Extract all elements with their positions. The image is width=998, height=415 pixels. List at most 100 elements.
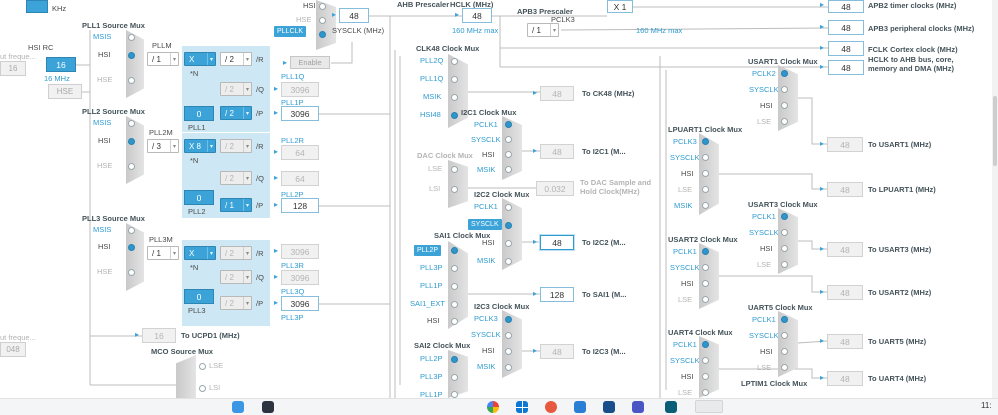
pll3-n-select[interactable]: X: [184, 246, 216, 260]
mux-input-radio[interactable]: [128, 244, 135, 251]
pll3-m-select[interactable]: / 1: [147, 246, 179, 260]
i2c2-selected-input[interactable]: SYSCLK: [468, 219, 502, 230]
mux-input-radio[interactable]: [702, 186, 709, 193]
mux-input-radio[interactable]: [505, 204, 512, 211]
pll3-q-select[interactable]: / 2: [220, 270, 252, 284]
pll1-r-select[interactable]: / 2: [220, 52, 252, 66]
pll1-q-select[interactable]: / 2: [220, 82, 252, 96]
chrome-icon[interactable]: [487, 401, 499, 413]
pll3-p-select[interactable]: / 2: [220, 296, 252, 310]
apb2-timer-clock-box[interactable]: 48: [828, 0, 864, 13]
windows-start-icon[interactable]: [516, 401, 528, 413]
pll2-p-select[interactable]: / 1: [220, 198, 252, 212]
mux-input-radio[interactable]: [451, 186, 458, 193]
mux-input-radio[interactable]: [505, 332, 512, 339]
explorer-icon[interactable]: [262, 401, 274, 413]
outlook-icon[interactable]: [603, 401, 615, 413]
mux-input-radio[interactable]: [781, 348, 788, 355]
hsi-rc-value-box[interactable]: 16: [46, 57, 76, 72]
mux-input-radio[interactable]: [319, 3, 326, 10]
pll2-n-select[interactable]: X 8: [184, 139, 216, 153]
mux-input-radio[interactable]: [451, 318, 458, 325]
mux-input-radio[interactable]: [781, 245, 788, 252]
hclk-ahb-box[interactable]: 48: [828, 60, 864, 75]
mux-input-radio[interactable]: [702, 170, 709, 177]
mux-input-radio[interactable]: [702, 389, 709, 396]
mux-input-radio[interactable]: [451, 265, 458, 272]
mux-input-radio[interactable]: [451, 356, 458, 363]
mux-input-radio[interactable]: [702, 248, 709, 255]
mux-input-radio[interactable]: [199, 363, 206, 370]
pll1p-value-box[interactable]: 3096: [281, 106, 319, 121]
mux-input-radio[interactable]: [128, 120, 135, 127]
widgets-icon[interactable]: [232, 401, 244, 413]
stm32cubemx-icon[interactable]: [665, 401, 677, 413]
mux-input-radio[interactable]: [505, 151, 512, 158]
pll3-fracn-box[interactable]: 0: [184, 289, 214, 304]
mux-input-radio[interactable]: [781, 229, 788, 236]
mux-input-radio[interactable]: [702, 202, 709, 209]
edge-icon[interactable]: [574, 401, 586, 413]
sai1-selected-input[interactable]: PLL2P: [414, 245, 442, 256]
mux-input-radio[interactable]: [451, 94, 458, 101]
mux-input-radio[interactable]: [781, 316, 788, 323]
mux-input-radio[interactable]: [451, 374, 458, 381]
mux-input-radio[interactable]: [702, 154, 709, 161]
mux-input-radio[interactable]: [505, 348, 512, 355]
mux-input-radio[interactable]: [505, 121, 512, 128]
mux-input-radio[interactable]: [505, 166, 512, 173]
sysmux-selected-input[interactable]: PLLCLK: [274, 26, 307, 37]
mux-input-radio[interactable]: [781, 102, 788, 109]
mux-input-radio[interactable]: [505, 222, 512, 229]
firefox-icon[interactable]: [545, 401, 557, 413]
mux-input-radio[interactable]: [702, 357, 709, 364]
mux-input-radio[interactable]: [702, 296, 709, 303]
mux-input-radio[interactable]: [702, 373, 709, 380]
pll1-p-select[interactable]: / 2: [220, 106, 252, 120]
pll2p-value-box[interactable]: 128: [281, 198, 319, 213]
mux-input-radio[interactable]: [505, 240, 512, 247]
mux-input-radio[interactable]: [199, 385, 206, 392]
mux-input-radio[interactable]: [128, 34, 135, 41]
mux-input-radio[interactable]: [781, 86, 788, 93]
pll2-q-select[interactable]: / 2: [220, 171, 252, 185]
mux-input-radio[interactable]: [505, 364, 512, 371]
mux-input-radio[interactable]: [781, 118, 788, 125]
tray-app-window[interactable]: [695, 400, 723, 413]
pll2-fracn-box[interactable]: 0: [184, 190, 214, 205]
pll3p-value-box[interactable]: 3096: [281, 296, 319, 311]
apb3-prescaler-select[interactable]: / 1: [527, 23, 559, 37]
mux-input-radio[interactable]: [702, 280, 709, 287]
pll1-enable-box[interactable]: Enable: [290, 56, 330, 69]
pll2-m-select[interactable]: / 3: [147, 139, 179, 153]
sysclk-value-box[interactable]: 48: [339, 8, 369, 23]
scrollbar-thumb[interactable]: [993, 96, 997, 166]
mux-input-radio[interactable]: [451, 76, 458, 83]
mux-input-radio[interactable]: [451, 166, 458, 173]
apb3-peripheral-clock-box[interactable]: 48: [828, 20, 864, 35]
mux-input-radio[interactable]: [505, 136, 512, 143]
pll1-m-select[interactable]: / 1: [147, 52, 179, 66]
mux-input-radio[interactable]: [128, 138, 135, 145]
mux-input-radio[interactable]: [702, 138, 709, 145]
pll3-r-select[interactable]: / 2: [220, 246, 252, 260]
mux-input-radio[interactable]: [781, 70, 788, 77]
mux-input-radio[interactable]: [128, 77, 135, 84]
vertical-scrollbar[interactable]: [992, 0, 998, 398]
mux-input-radio[interactable]: [702, 341, 709, 348]
mux-input-radio[interactable]: [781, 261, 788, 268]
mux-input-radio[interactable]: [781, 364, 788, 371]
sai1-value-box[interactable]: 128: [540, 287, 574, 302]
mux-input-radio[interactable]: [781, 332, 788, 339]
mux-input-radio[interactable]: [451, 58, 458, 65]
mux-input-radio[interactable]: [451, 391, 458, 398]
fclk-cortex-box[interactable]: 48: [828, 41, 864, 56]
mux-input-radio[interactable]: [128, 269, 135, 276]
taskbar-clock[interactable]: 11:: [981, 401, 992, 410]
mux-input-radio[interactable]: [451, 247, 458, 254]
mux-input-radio[interactable]: [128, 163, 135, 170]
partial-input[interactable]: [26, 0, 48, 13]
pll1-fracn-box[interactable]: 0: [184, 106, 214, 121]
mux-input-radio[interactable]: [319, 17, 326, 24]
mux-input-radio[interactable]: [451, 112, 458, 119]
